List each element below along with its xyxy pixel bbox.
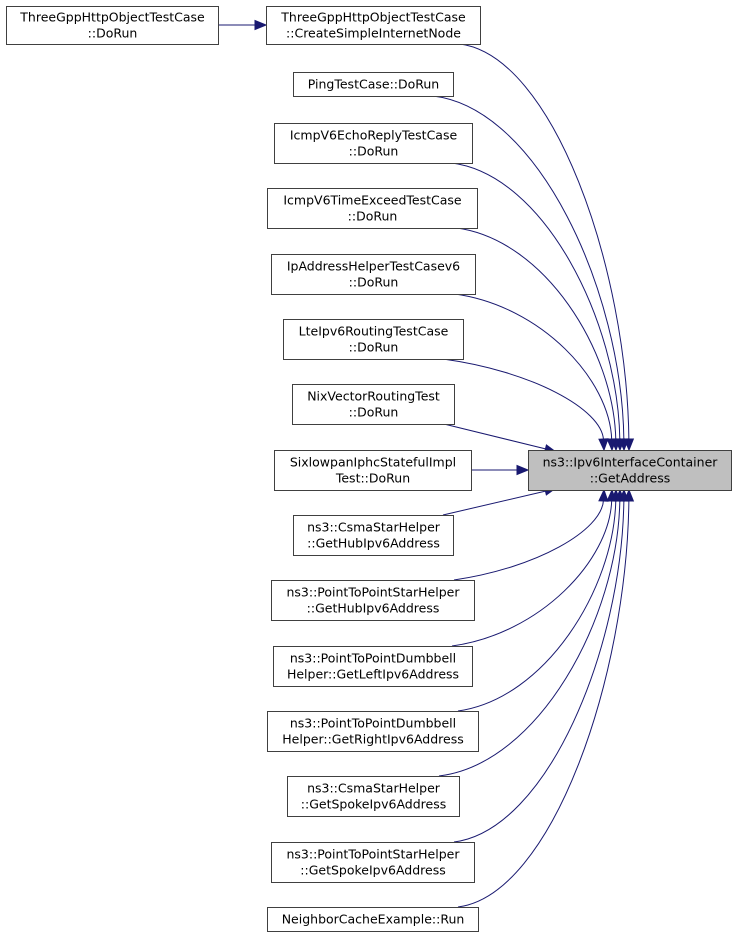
node-box[interactable] [274,123,473,164]
node-ns3-pointtopointdumbbell-helper-getleftipv6address[interactable]: ns3::PointToPointDumbbellHelper::GetLeft… [273,646,473,687]
node-pingtestcase-dorun[interactable]: PingTestCase::DoRun [293,72,454,97]
node-box[interactable] [267,188,478,229]
node-neighborcacheexample-run[interactable]: NeighborCacheExample::Run [267,907,479,932]
node-label-line: ns3::CsmaStarHelper [307,781,441,796]
node-label-line: Helper::GetLeftIpv6Address [287,667,459,682]
node-threegpphttpobjecttestcase-createsimpleinternetnode[interactable]: ThreeGppHttpObjectTestCase::CreateSimple… [266,6,481,45]
node-label-line: ns3::PointToPointStarHelper [286,847,460,862]
arrowhead-icon [598,488,609,502]
node-box[interactable] [271,580,475,621]
node-box[interactable] [271,842,475,883]
node-box[interactable] [271,254,476,295]
node-label-line: ns3::CsmaStarHelper [307,520,441,535]
arrowhead-icon [516,464,530,476]
arrowhead-icon [254,19,268,31]
node-label-line: ::GetSpokeIpv6Address [300,863,445,878]
node-ns3-csmastarhelper-getspokeipv6address[interactable]: ns3::CsmaStarHelper::GetSpokeIpv6Address [287,776,460,817]
node-threegpphttpobjecttestcase-dorun[interactable]: ThreeGppHttpObjectTestCase::DoRun [6,6,219,45]
node-box[interactable] [283,319,464,360]
edge-pingtestcase-dorun-to-target [432,95,625,441]
node-label-line: ::GetHubIpv6Address [307,536,440,551]
node-label-line: ns3::PointToPointStarHelper [286,585,460,600]
node-label-line: IpAddressHelperTestCasev6 [287,259,460,274]
edge-lteipv6routingtestcase-dorun-to-target [442,358,605,441]
node-box[interactable] [293,72,454,97]
edges [218,19,635,908]
node-label-line: ::DoRun [349,405,399,420]
node-label-line: NeighborCacheExample::Run [282,912,465,927]
node-label-line: ::DoRun [349,275,399,290]
node-nixvectorroutingtest-dorun[interactable]: NixVectorRoutingTest::DoRun [292,384,455,425]
node-box[interactable] [6,6,219,45]
node-label-line: IcmpV6EchoReplyTestCase [290,128,458,143]
node-label-line: ::DoRun [349,340,399,355]
node-label-line: ThreeGppHttpObjectTestCase [19,10,205,25]
edge-ipaddresshelpertestcasev6-dorun-to-target [454,293,613,441]
node-lteipv6routingtestcase-dorun[interactable]: LteIpv6RoutingTestCase::DoRun [283,319,464,360]
node-label-line: PingTestCase::DoRun [308,77,439,92]
arrowhead-icon [598,438,609,452]
edge-icmpv6timeexceedtestcase-dorun-to-target [456,227,617,441]
node-ipaddresshelpertestcasev6-dorun[interactable]: IpAddressHelperTestCasev6::DoRun [271,254,476,295]
edge-ns3-pointtopointstarhelper-getspokeipv6address-to-target [453,499,625,843]
node-ns3-csmastarhelper-gethubipv6address[interactable]: ns3::CsmaStarHelper::GetHubIpv6Address [293,515,454,556]
node-box[interactable] [293,515,454,556]
focus-node-box[interactable] [528,450,732,491]
edge-icmpv6echoreplytestcase-dorun-to-target [451,162,621,441]
node-ns3-pointtopointstarhelper-getspokeipv6address[interactable]: ns3::PointToPointStarHelper::GetSpokeIpv… [271,842,475,883]
node-label-line: ::CreateSimpleInternetNode [286,26,461,41]
node-label-line: ns3::PointToPointDumbbell [290,716,456,731]
node-box[interactable] [292,384,455,425]
node-ns3-pointtopointdumbbell-helper-getrightipv6address[interactable]: ns3::PointToPointDumbbellHelper::GetRigh… [267,711,479,752]
node-label-line: IcmpV6TimeExceedTestCase [283,193,462,208]
node-label-line: ::GetAddress [590,471,670,486]
node-label-line: ::DoRun [88,26,138,41]
node-icmpv6echoreplytestcase-dorun[interactable]: IcmpV6EchoReplyTestCase::DoRun [274,123,473,164]
edge-neighborcacheexample-run-to-target [457,499,630,908]
node-ns3-ipv6interfacecontainer-getaddress[interactable]: ns3::Ipv6InterfaceContainer::GetAddress [528,450,732,491]
node-label-line: ::DoRun [349,144,399,159]
edge-nixvectorroutingtest-dorun-to-target [443,423,547,450]
node-box[interactable] [267,907,479,932]
edge-ns3-csmastarhelper-getspokeipv6address-to-target [438,499,621,777]
node-box[interactable] [287,776,460,817]
node-box[interactable] [274,450,472,491]
node-label-line: Helper::GetRightIpv6Address [282,732,463,747]
node-box[interactable] [273,646,473,687]
node-label-line: ::DoRun [348,209,398,224]
node-box[interactable] [266,6,481,45]
edge-threegpphttpobjecttestcase-createsimpleinternetnode-to-target [459,43,630,441]
node-label-line: ThreeGppHttpObjectTestCase [280,10,466,25]
node-label-line: LteIpv6RoutingTestCase [299,324,449,339]
node-label-line: Test::DoRun [335,471,410,486]
nodes: ThreeGppHttpObjectTestCase::DoRunThreeGp… [6,6,732,932]
node-label-line: ns3::Ipv6InterfaceContainer [543,455,719,470]
arrowhead-icon [606,438,617,452]
node-box[interactable] [267,711,479,752]
node-label-line: ::GetHubIpv6Address [307,601,440,616]
node-label-line: ::GetSpokeIpv6Address [301,797,446,812]
edge-ns3-pointtopointdumbbell-helper-getrightipv6address-to-target [457,499,617,712]
arrowhead-icon [623,488,635,502]
node-label-line: SixlowpanIphcStatefulImpl [290,455,456,470]
node-label-line: ns3::PointToPointDumbbell [290,651,456,666]
edge-ns3-pointtopointdumbbell-helper-getleftipv6address-to-target [451,499,613,647]
edge-ns3-csmastarhelper-gethubipv6address-to-target [442,490,547,516]
node-label-line: NixVectorRoutingTest [307,389,440,404]
node-ns3-pointtopointstarhelper-gethubipv6address[interactable]: ns3::PointToPointStarHelper::GetHubIpv6A… [271,580,475,621]
edge-ns3-pointtopointstarhelper-gethubipv6address-to-target [453,499,605,581]
node-icmpv6timeexceedtestcase-dorun[interactable]: IcmpV6TimeExceedTestCase::DoRun [267,188,478,229]
